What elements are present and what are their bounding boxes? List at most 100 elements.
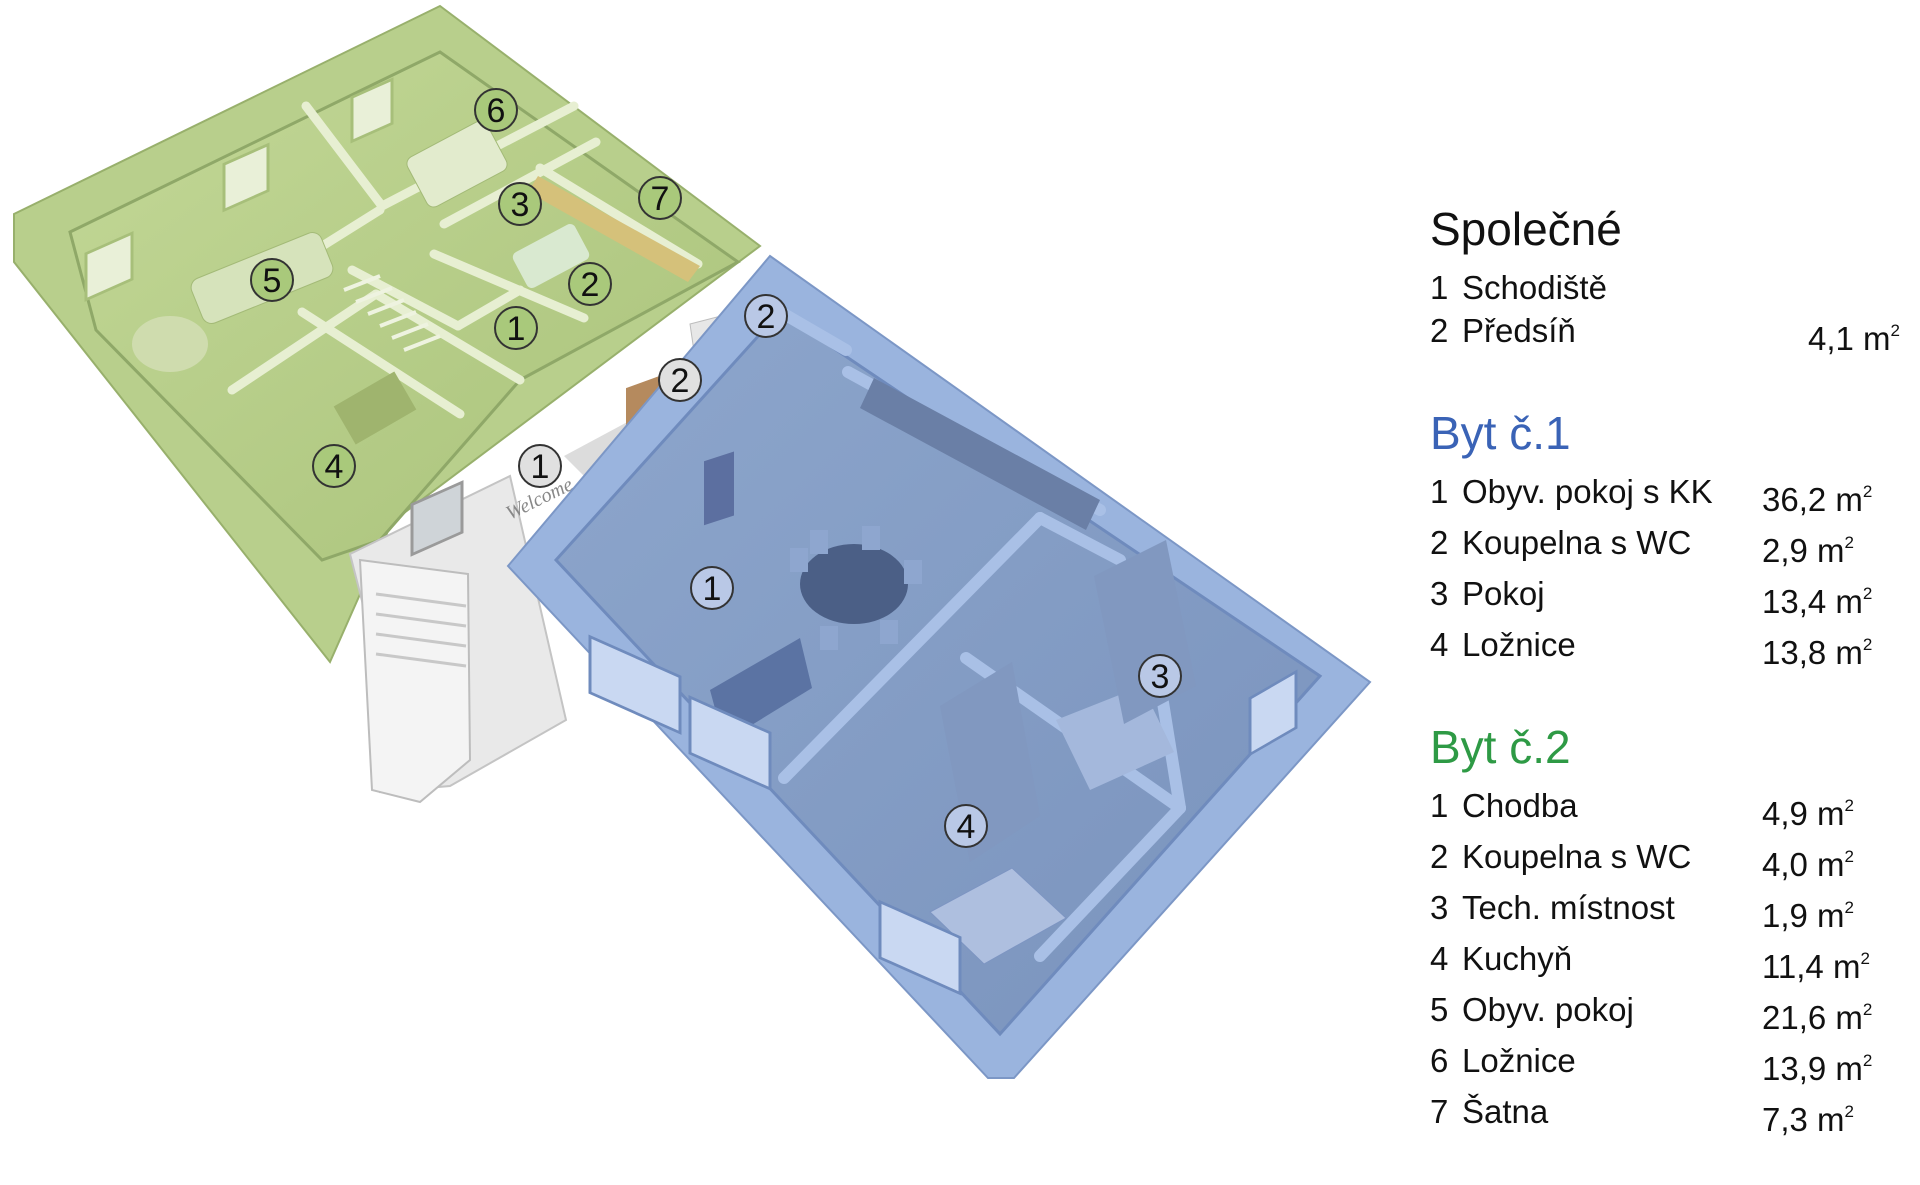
room-name: Koupelna s WC [1462, 524, 1692, 561]
room-area-value: 13,9 m [1762, 1050, 1863, 1087]
entrance-window [410, 480, 464, 557]
room-number: 2 [1430, 838, 1449, 875]
marker-label: 5 [263, 262, 282, 300]
room-number: 1 [1430, 269, 1449, 306]
apartment-1-door [704, 451, 734, 526]
unit-exponent: 2 [1862, 635, 1873, 654]
room-name: Obyv. pokoj s KK [1462, 473, 1713, 510]
unit-exponent: 2 [1844, 796, 1855, 815]
bed [406, 120, 508, 208]
unit-exponent: 2 [1844, 533, 1855, 552]
room-number: 6 [1430, 1042, 1449, 1079]
porch [358, 558, 472, 804]
unit-exponent: 2 [1862, 482, 1873, 501]
room-area: 36,2 m2 [1762, 470, 1900, 521]
unit-exponent: 2 [1860, 949, 1870, 968]
room-area: 1,9 m2 [1762, 886, 1900, 937]
room-name: Obyv. pokoj [1462, 991, 1634, 1028]
legend-row: 3 Pokoj 13,4 m2 [1430, 572, 1900, 623]
legend-row: 4 Ložnice 13,8 m2 [1430, 623, 1900, 674]
marker-label: 7 [651, 180, 670, 218]
kitchen-counter [333, 371, 417, 445]
marker-label: 1 [531, 448, 550, 486]
apartment-2-block [13, 4, 762, 664]
unit-exponent: 2 [1862, 584, 1873, 603]
legend-row: 7 Šatna 7,3 m2 [1430, 1090, 1900, 1141]
dining-table [800, 544, 908, 624]
marker-label: 2 [581, 266, 600, 304]
room-name: Ložnice [1462, 1042, 1576, 1079]
room-name: Chodba [1462, 787, 1578, 824]
room-area: 4,0 m2 [1762, 835, 1900, 886]
room-name: Kuchyň [1462, 940, 1573, 977]
room-area-value: 21,6 m [1762, 999, 1863, 1036]
room-area: 13,4 m2 [1762, 572, 1900, 623]
room-area [1762, 266, 1900, 309]
room-area-value: 13,4 m [1762, 583, 1863, 620]
stairs [343, 274, 441, 352]
legend-common-title: Společné [1430, 203, 1622, 255]
legend-apt1-title: Byt č.1 [1430, 407, 1571, 459]
marker-common-2: 2 [658, 358, 702, 402]
unit-exponent: 2 [1844, 1102, 1855, 1121]
marker-apt1-2: 2 [744, 294, 788, 338]
legend-row: 2 Koupelna s WC 2,9 m2 [1430, 521, 1900, 572]
bathroom-fixture [512, 224, 590, 288]
room-number: 5 [1430, 991, 1449, 1028]
marker-apt2-3: 3 [498, 182, 542, 226]
marker-label: 4 [325, 448, 344, 486]
room-name: Šatna [1462, 1093, 1549, 1130]
room-area: 13,9 m2 [1762, 1039, 1900, 1090]
room-number: 7 [1430, 1093, 1449, 1130]
unit-exponent: 2 [1844, 847, 1855, 866]
legend-row: 1 Obyv. pokoj s KK 36,2 m2 [1430, 470, 1900, 521]
marker-apt2-4: 4 [312, 444, 356, 488]
room-area-value: 4,1 m [1807, 320, 1891, 357]
wardrobe-shelf [528, 176, 700, 282]
legend-apt2-title: Byt č.2 [1430, 721, 1571, 773]
marker-common-1: 1 [518, 444, 562, 488]
marker-apt1-4: 4 [944, 804, 988, 848]
room-number: 4 [1430, 626, 1449, 663]
room-area-value: 36,2 m [1762, 481, 1863, 518]
round-rug [132, 316, 208, 372]
room-name: Ložnice [1462, 626, 1576, 663]
room-markers: 6 3 7 5 2 1 4 1 2 2 1 3 4 [250, 88, 1182, 848]
marker-apt2-1: 1 [494, 306, 538, 350]
room-area: 7,3 m2 [1762, 1090, 1900, 1141]
marker-label: 6 [487, 92, 506, 130]
porch-door-panels [375, 592, 467, 668]
marker-label: 1 [703, 570, 722, 608]
room-area-value: 13,8 m [1762, 634, 1863, 671]
marker-label: 4 [957, 808, 976, 846]
room-area: 11,4 m2 [1762, 937, 1900, 988]
room-area: 2,9 m2 [1762, 521, 1900, 572]
legend-row: 3 Tech. místnost 1,9 m2 [1430, 886, 1900, 937]
legend-row: 6 Ložnice 13,9 m2 [1430, 1039, 1900, 1090]
legend-apt2-section: Byt č.2 1 Chodba 4,9 m2 2 Koupelna s WC … [1430, 718, 1900, 1141]
room-name: Předsíň [1462, 312, 1576, 349]
kitchen-unit [860, 378, 1100, 530]
legend-row: 4 Kuchyň 11,4 m2 [1430, 937, 1900, 988]
marker-apt2-5: 5 [250, 258, 294, 302]
bedroom-bed [929, 867, 1067, 965]
room-area-value: 7,3 m [1762, 1101, 1845, 1138]
marker-apt2-6: 6 [474, 88, 518, 132]
legend-row: 5 Obyv. pokoj 21,6 m2 [1430, 988, 1900, 1039]
legend-row: 1 Schodiště [1430, 266, 1900, 309]
unit-exponent: 2 [1890, 321, 1900, 340]
room-number: 3 [1430, 889, 1449, 926]
unit-exponent: 2 [1862, 1000, 1873, 1019]
room-area-value: 2,9 m [1762, 532, 1845, 569]
room-name: Tech. místnost [1462, 889, 1675, 926]
unit-exponent: 2 [1862, 1051, 1873, 1070]
room-area: 13,8 m2 [1762, 623, 1900, 674]
legend-row: 2 Koupelna s WC 4,0 m2 [1430, 835, 1900, 886]
room-number: 2 [1430, 524, 1449, 561]
unit-exponent: 2 [1844, 898, 1855, 917]
dining-chairs [790, 526, 922, 650]
room-number: 1 [1430, 473, 1449, 510]
marker-label: 3 [511, 186, 530, 224]
room-area: 4,1 m2 [1762, 309, 1900, 360]
room-area-value: 4,0 m [1762, 846, 1845, 883]
